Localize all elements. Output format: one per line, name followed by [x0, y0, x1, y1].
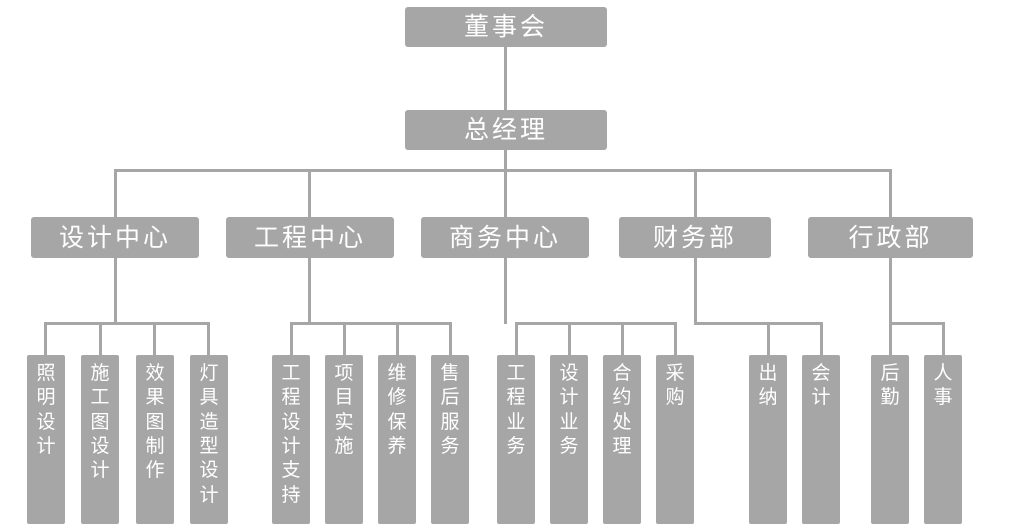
- connector-business-child-4: [674, 322, 677, 356]
- node-department-engineering[interactable]: 工程中心: [226, 217, 394, 258]
- node-department-design-label: 设计中心: [58, 222, 171, 252]
- leaf-engineering-maintenance[interactable]: 维修保养: [378, 355, 416, 524]
- node-department-finance[interactable]: 财务部: [619, 217, 771, 258]
- node-department-engineering-label: 工程中心: [253, 222, 366, 252]
- connector-drop-engineering: [308, 169, 311, 218]
- connector-finance-bus: [694, 322, 823, 325]
- node-department-admin-label: 行政部: [848, 222, 933, 252]
- leaf-engineering-design-support-label: 工程设计支持: [281, 362, 301, 506]
- leaf-design-fixture-styling[interactable]: 灯具造型设计: [190, 355, 228, 524]
- connector-drop-admin: [889, 169, 892, 218]
- connector-drop-design: [114, 169, 117, 218]
- leaf-design-construction-drawing[interactable]: 施工图设计: [81, 355, 119, 524]
- leaf-finance-accounting-label: 会计: [811, 362, 831, 409]
- leaf-business-procurement-label: 采购: [665, 362, 685, 409]
- leaf-engineering-after-sales-label: 售后服务: [440, 362, 460, 457]
- leaf-business-engineering-sales-label: 工程业务: [506, 362, 526, 457]
- connector-department-bus: [114, 169, 892, 172]
- leaf-business-design-sales[interactable]: 设计业务: [550, 355, 588, 524]
- connector-business-bus: [515, 322, 677, 325]
- node-board[interactable]: 董事会: [405, 7, 607, 47]
- leaf-engineering-after-sales[interactable]: 售后服务: [431, 355, 469, 524]
- leaf-admin-human-resources-label: 人事: [933, 362, 953, 409]
- leaf-business-contract-handling[interactable]: 合约处理: [603, 355, 641, 524]
- connector-design-child-4: [207, 322, 210, 356]
- node-department-admin[interactable]: 行政部: [808, 217, 973, 258]
- node-department-business-label: 商务中心: [448, 222, 561, 252]
- leaf-design-lighting-design[interactable]: 照明设计: [27, 355, 65, 524]
- node-department-finance-label: 财务部: [652, 222, 737, 252]
- leaf-design-fixture-styling-label: 灯具造型设计: [199, 362, 219, 506]
- connector-business-child-2: [568, 322, 571, 356]
- connector-design-child-3: [153, 322, 156, 356]
- connector-drop-finance: [694, 169, 697, 218]
- node-department-design[interactable]: 设计中心: [31, 217, 199, 258]
- leaf-engineering-project-implementation[interactable]: 项目实施: [325, 355, 363, 524]
- connector-engineering-child-1: [290, 322, 293, 356]
- node-general-manager-label: 总经理: [463, 115, 548, 145]
- connector-engineering-child-3: [396, 322, 399, 356]
- connector-business-stem: [504, 258, 507, 324]
- node-general-manager[interactable]: 总经理: [405, 110, 607, 150]
- connector-engineering-stem: [308, 258, 311, 324]
- leaf-design-rendering-label: 效果图制作: [145, 362, 165, 482]
- leaf-finance-cashier-label: 出纳: [758, 362, 778, 409]
- connector-business-child-1: [515, 322, 518, 356]
- connector-engineering-bus: [290, 322, 452, 325]
- leaf-design-lighting-design-label: 照明设计: [36, 362, 56, 457]
- connector-admin-bus: [889, 322, 945, 325]
- leaf-finance-accounting[interactable]: 会计: [802, 355, 840, 524]
- connector-finance-child-2: [820, 322, 823, 356]
- leaf-business-engineering-sales[interactable]: 工程业务: [497, 355, 535, 524]
- connector-drop-business: [504, 169, 507, 218]
- leaf-engineering-maintenance-label: 维修保养: [387, 362, 407, 457]
- leaf-engineering-project-implementation-label: 项目实施: [334, 362, 354, 457]
- leaf-business-procurement[interactable]: 采购: [656, 355, 694, 524]
- leaf-design-rendering[interactable]: 效果图制作: [136, 355, 174, 524]
- connector-engineering-child-4: [449, 322, 452, 356]
- connector-design-child-1: [44, 322, 47, 356]
- connector-admin-child-2: [942, 322, 945, 356]
- leaf-admin-logistics[interactable]: 后勤: [871, 355, 909, 524]
- leaf-admin-logistics-label: 后勤: [880, 362, 900, 409]
- leaf-engineering-design-support[interactable]: 工程设计支持: [272, 355, 310, 524]
- connector-design-child-2: [99, 322, 102, 356]
- connector-finance-stem: [694, 258, 697, 324]
- connector-admin-stem: [889, 258, 892, 324]
- leaf-finance-cashier[interactable]: 出纳: [749, 355, 787, 524]
- connector-board-to-gm: [504, 47, 507, 111]
- connector-business-child-3: [621, 322, 624, 356]
- leaf-admin-human-resources[interactable]: 人事: [924, 355, 962, 524]
- node-board-label: 董事会: [463, 12, 548, 42]
- connector-gm-stem: [504, 150, 507, 171]
- connector-design-bus: [44, 322, 210, 325]
- connector-engineering-child-2: [343, 322, 346, 356]
- leaf-business-contract-handling-label: 合约处理: [612, 362, 632, 457]
- node-department-business[interactable]: 商务中心: [421, 217, 589, 258]
- leaf-business-design-sales-label: 设计业务: [559, 362, 579, 457]
- connector-finance-child-1: [767, 322, 770, 356]
- connector-admin-child-1: [889, 322, 892, 356]
- connector-design-stem: [114, 258, 117, 324]
- leaf-design-construction-drawing-label: 施工图设计: [90, 362, 110, 482]
